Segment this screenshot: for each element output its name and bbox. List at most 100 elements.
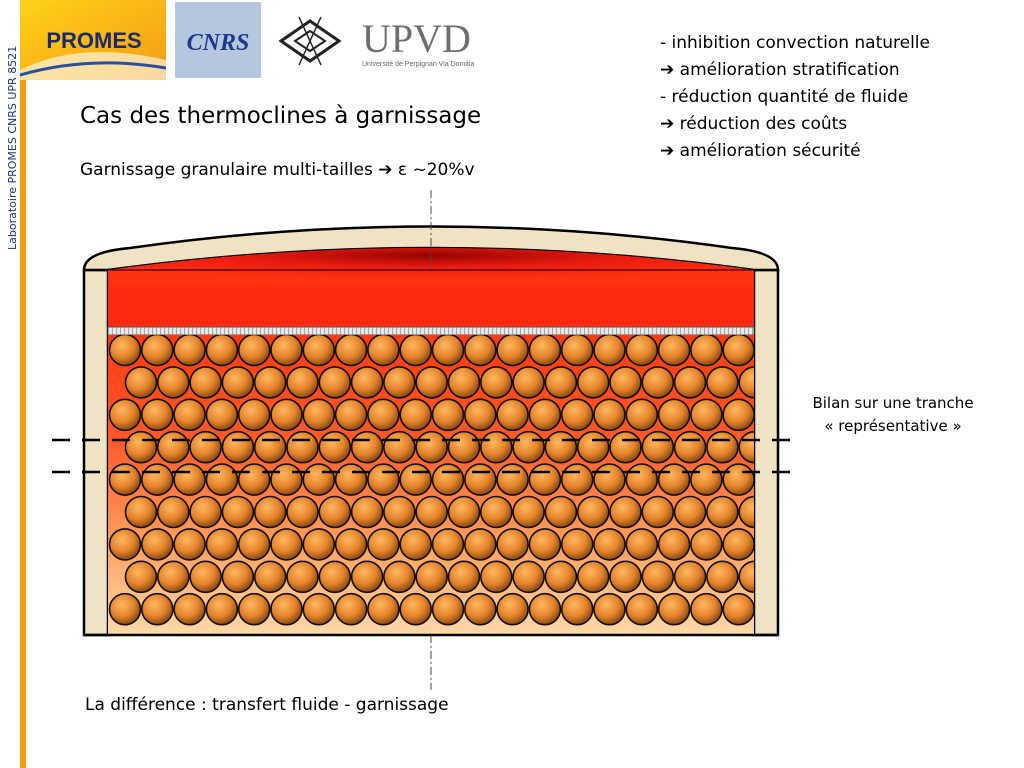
- particle: [253, 495, 287, 529]
- particle: [673, 560, 707, 594]
- arrow-right-icon: ➔: [660, 114, 675, 134]
- particle: [173, 463, 206, 496]
- promes-logo-text: PROMES: [46, 28, 141, 53]
- particle: [722, 335, 754, 367]
- subtitle-value: ~20%v: [412, 160, 475, 180]
- slide-subtitle: Garnissage granulaire multi-tailles ➔ ε …: [80, 160, 475, 180]
- particle: [221, 366, 255, 399]
- particle: [673, 430, 707, 464]
- particle: [237, 463, 271, 496]
- particle: [108, 335, 142, 367]
- particle: [609, 430, 642, 464]
- particle: [302, 528, 336, 561]
- particle: [512, 366, 545, 399]
- orange-accent-bar: [20, 0, 26, 768]
- particle: [415, 495, 449, 529]
- particle: [383, 560, 416, 594]
- particle: [512, 495, 545, 529]
- particle: [157, 430, 190, 464]
- particle: [205, 592, 239, 626]
- particle: [625, 592, 659, 626]
- upvd-logo-text: UPVD: [362, 16, 471, 61]
- particle: [189, 366, 222, 399]
- particle: [560, 592, 594, 626]
- particle: [221, 560, 255, 594]
- particle: [609, 495, 642, 529]
- particle: [447, 560, 481, 594]
- particle: [544, 560, 578, 594]
- particle: [593, 398, 626, 432]
- particle: [350, 430, 384, 464]
- particle: [141, 463, 174, 496]
- upvd-logo-subtitle: Université de Perpignan Via Domitia: [362, 61, 474, 68]
- arrow-right-icon: ➔: [660, 141, 675, 161]
- particle: [399, 335, 432, 367]
- particle: [641, 560, 675, 594]
- particle: [479, 430, 513, 464]
- particle: [415, 366, 449, 399]
- particle: [544, 495, 578, 529]
- particle: [318, 366, 352, 399]
- particle: [399, 463, 433, 496]
- particle: [141, 528, 174, 561]
- particle: [399, 398, 433, 432]
- particle: [108, 398, 142, 432]
- particle: [722, 592, 754, 626]
- particle: [576, 430, 610, 464]
- particle: [512, 430, 545, 464]
- cnrs-logo: CNRS: [175, 2, 261, 78]
- particle: [625, 398, 659, 432]
- particle: [706, 560, 739, 594]
- particle: [334, 398, 368, 432]
- particle: [706, 430, 739, 464]
- particle: [512, 560, 545, 594]
- particle: [625, 335, 659, 367]
- particle: [189, 560, 222, 594]
- particle: [560, 335, 594, 367]
- cnrs-logo-text: CNRS: [187, 30, 250, 56]
- particle: [124, 430, 158, 464]
- particle: [463, 528, 497, 561]
- particle: [593, 592, 626, 626]
- particle: [528, 592, 562, 626]
- particle: [706, 366, 739, 399]
- particle: [576, 495, 610, 529]
- particle: [447, 366, 481, 399]
- particle: [205, 335, 239, 367]
- particle: [609, 366, 642, 399]
- thermocline-tank-diagram: [52, 190, 802, 690]
- particle: [625, 528, 659, 561]
- particle: [286, 366, 319, 399]
- particle: [399, 528, 433, 561]
- particle: [641, 366, 675, 399]
- particle: [399, 592, 433, 626]
- particle: [334, 592, 368, 626]
- particle: [576, 366, 610, 399]
- slice-annotation-line1: Bilan sur une tranche: [812, 394, 974, 412]
- particle: [722, 528, 754, 561]
- particle: [302, 398, 336, 432]
- particle: [124, 560, 158, 594]
- particle: [415, 560, 449, 594]
- particle: [431, 335, 465, 367]
- upvd-logo: UPVD Université de Perpignan Via Domitia: [362, 16, 474, 68]
- particle: [657, 463, 691, 496]
- particle: [738, 495, 754, 529]
- particle: [528, 398, 562, 432]
- particle: [463, 398, 497, 432]
- particle: [641, 495, 675, 529]
- particle: [528, 528, 562, 561]
- particle: [496, 463, 529, 496]
- particle: [593, 335, 626, 367]
- slice-annotation-line2: « représentative »: [824, 417, 962, 435]
- slice-annotation: Bilan sur une tranche « représentative »: [786, 392, 1000, 438]
- bullet-item: - réduction quantité de fluide: [660, 84, 930, 111]
- particle: [157, 495, 190, 529]
- particle: [528, 463, 562, 496]
- particle: [544, 430, 578, 464]
- bullet-text: - inhibition convection naturelle: [660, 33, 930, 53]
- particle: [463, 463, 497, 496]
- particle: [253, 560, 287, 594]
- particle-grid: [108, 335, 754, 626]
- bullet-text: - réduction quantité de fluide: [660, 87, 909, 107]
